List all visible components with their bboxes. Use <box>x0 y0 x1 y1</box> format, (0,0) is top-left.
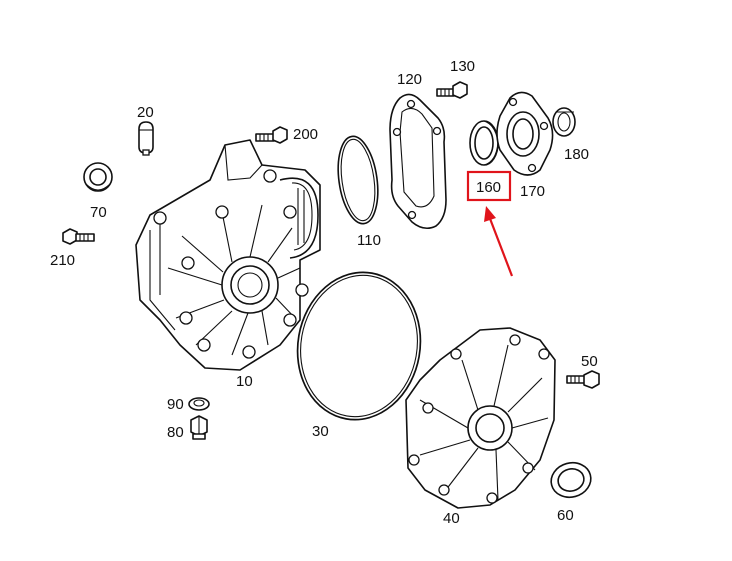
label-80: 80 <box>167 424 184 441</box>
part-180-cap[interactable] <box>552 107 576 137</box>
label-130: 130 <box>450 58 475 75</box>
part-160-seal[interactable] <box>469 120 499 166</box>
label-170: 170 <box>520 183 545 200</box>
part-10-housing[interactable] <box>135 139 321 371</box>
label-40: 40 <box>443 510 460 527</box>
label-30: 30 <box>312 423 329 440</box>
label-210: 210 <box>50 252 75 269</box>
part-70-seal[interactable] <box>83 162 113 192</box>
label-110: 110 <box>357 232 381 249</box>
part-80-plug[interactable] <box>190 415 208 440</box>
part-170-flange[interactable] <box>496 91 554 176</box>
label-160: 160 <box>476 179 501 196</box>
label-10: 10 <box>236 373 253 390</box>
label-120: 120 <box>397 71 422 88</box>
part-90-washer[interactable] <box>188 397 210 411</box>
highlight-arrow <box>484 206 514 277</box>
part-130-bolt[interactable] <box>436 81 468 99</box>
label-90: 90 <box>167 396 184 413</box>
part-30-large-o-ring[interactable] <box>286 263 432 430</box>
label-70: 70 <box>90 204 107 221</box>
part-120-gasket[interactable] <box>389 93 447 230</box>
part-60-seal[interactable] <box>547 458 594 501</box>
label-200: 200 <box>293 126 318 143</box>
label-50: 50 <box>581 353 598 370</box>
part-200-bolt[interactable] <box>255 126 288 144</box>
part-210-bolt[interactable] <box>62 228 95 245</box>
part-50-bolt[interactable] <box>566 370 600 389</box>
part-20-plug[interactable] <box>138 121 154 156</box>
label-20: 20 <box>137 104 154 121</box>
part-40-cover[interactable] <box>405 327 556 509</box>
label-60: 60 <box>557 507 574 524</box>
part-110-o-ring[interactable] <box>333 134 383 226</box>
highlight-box <box>466 170 512 202</box>
label-180: 180 <box>564 146 589 163</box>
